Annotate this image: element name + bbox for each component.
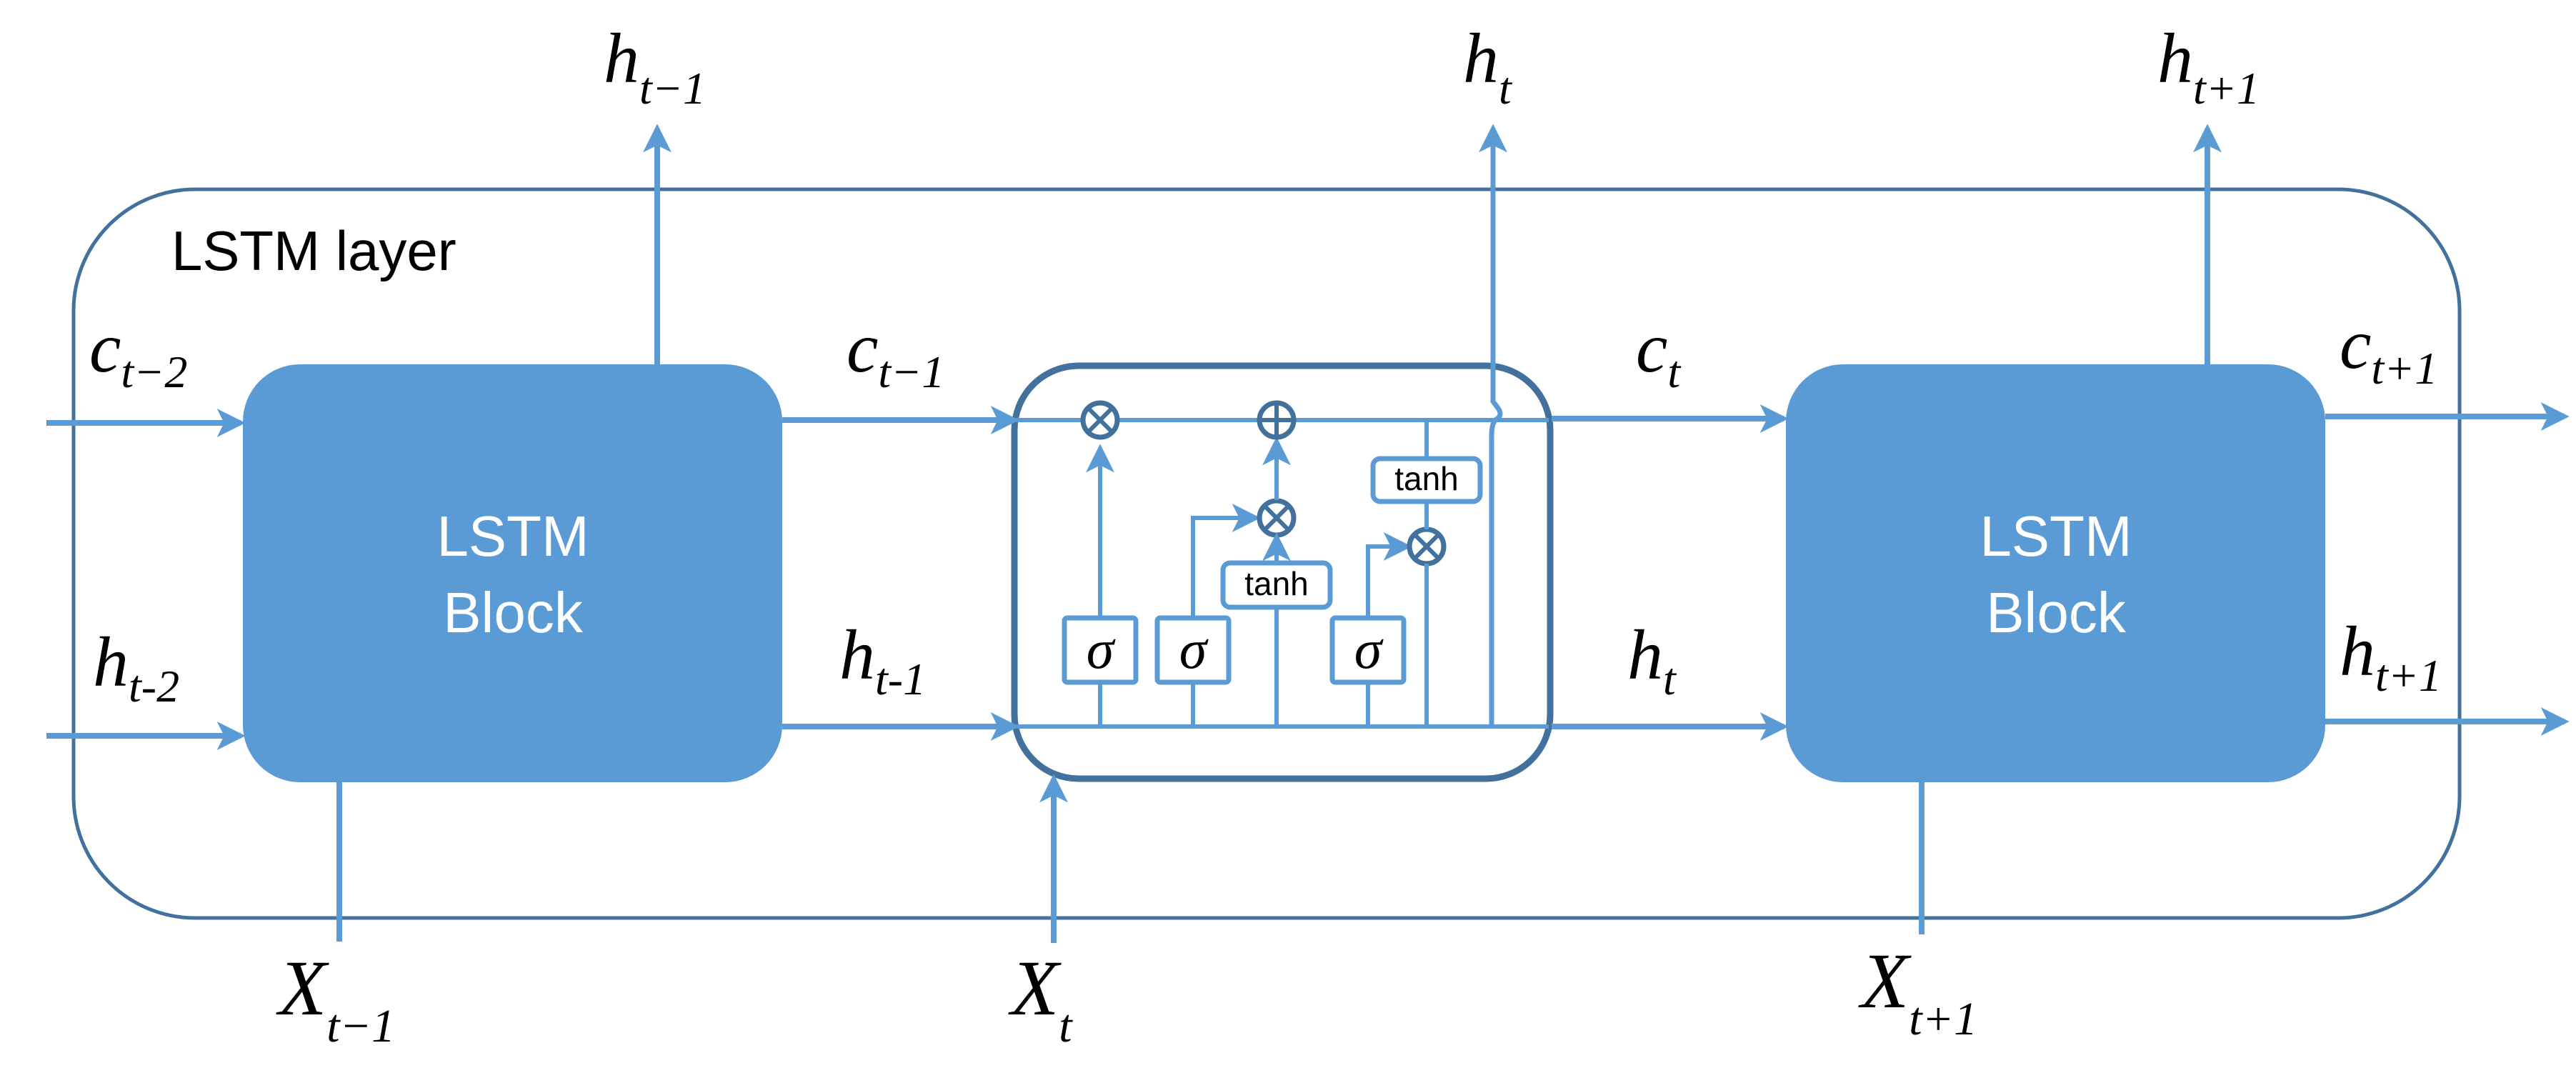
lstm-block-right-line2: Block [1986, 581, 2127, 644]
lstm-layer-frame [71, 187, 2462, 920]
bottom-labels: Xt−1 Xt Xt+1 [276, 937, 1977, 1052]
label-h-t-2: ht-2 [93, 622, 179, 712]
label-x-t-1: Xt−1 [276, 944, 395, 1052]
label-h-t+1-top: ht+1 [2157, 19, 2260, 114]
label-x-t+1: Xt+1 [1858, 937, 1977, 1045]
label-x-t: Xt [1008, 944, 1073, 1052]
tanh-label-candidate: tanh [1244, 565, 1309, 602]
label-h-t-1-top: ht−1 [604, 19, 706, 114]
sigma-label-output: σ [1354, 618, 1384, 680]
lstm-block-left-line2: Block [443, 581, 584, 644]
label-h-t-1-mid: ht-1 [839, 615, 926, 704]
label-h-t+1-right: ht+1 [2340, 612, 2442, 701]
tanh-label-output: tanh [1394, 460, 1459, 497]
label-c-t+1: ct+1 [2340, 304, 2437, 394]
flow-labels: ct−2 ht-2 ct−1 ht-1 ct ht ct+1 ht+1 [89, 304, 2442, 712]
label-h-t-top: ht [1463, 19, 1513, 114]
multiply-node-input-cross [1262, 504, 1291, 532]
top-labels: ht−1 ht ht+1 [604, 19, 2260, 114]
label-c-t-mid: ct [1636, 308, 1682, 397]
lstm-block-left[interactable] [243, 364, 782, 782]
lstm-block-right[interactable] [1786, 364, 2325, 782]
add-node-plus [1259, 403, 1294, 437]
sigma-label-forget: σ [1087, 618, 1116, 680]
multiply-node-output-cross [1412, 532, 1441, 561]
lstm-block-left-line1: LSTM [436, 504, 589, 568]
lstm-block-right-line1: LSTM [1980, 504, 2132, 568]
output-to-mult-line [1366, 532, 1412, 618]
cell-internals: σ σ tanh σ tanh [1014, 400, 1549, 729]
sigma-label-input: σ [1179, 618, 1209, 680]
label-c-t-2: ct−2 [89, 308, 187, 397]
multiply-node-forget-cross [1086, 406, 1114, 434]
input-to-mult-line [1191, 504, 1261, 618]
lstm-layer-label: LSTM layer [171, 219, 456, 282]
label-c-t-1-mid: ct−1 [847, 308, 944, 397]
label-h-t-mid: ht [1627, 615, 1677, 704]
